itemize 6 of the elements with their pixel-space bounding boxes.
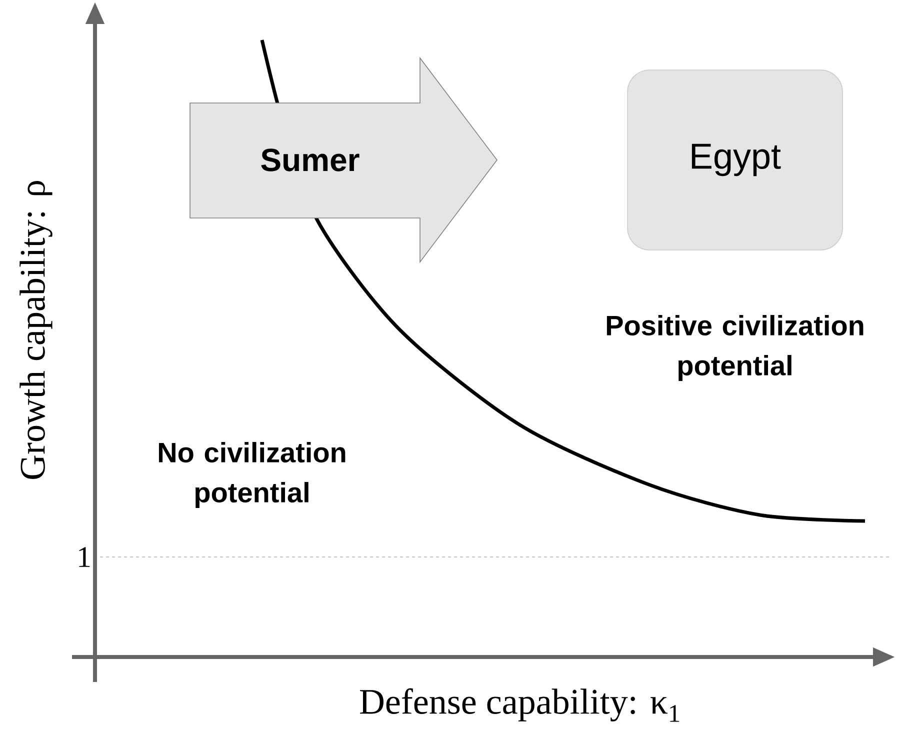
- region-label: No civilization potential: [158, 442, 346, 508]
- axis-title: Defense capability: κ$_{1}$: [360, 688, 680, 722]
- axis-title: Growth capability: ρ: [20, 181, 52, 479]
- rounded-box: Egypt: [627, 70, 843, 250]
- tick-label: 1: [79, 547, 90, 567]
- region-label: Positive civilization potential: [606, 314, 864, 382]
